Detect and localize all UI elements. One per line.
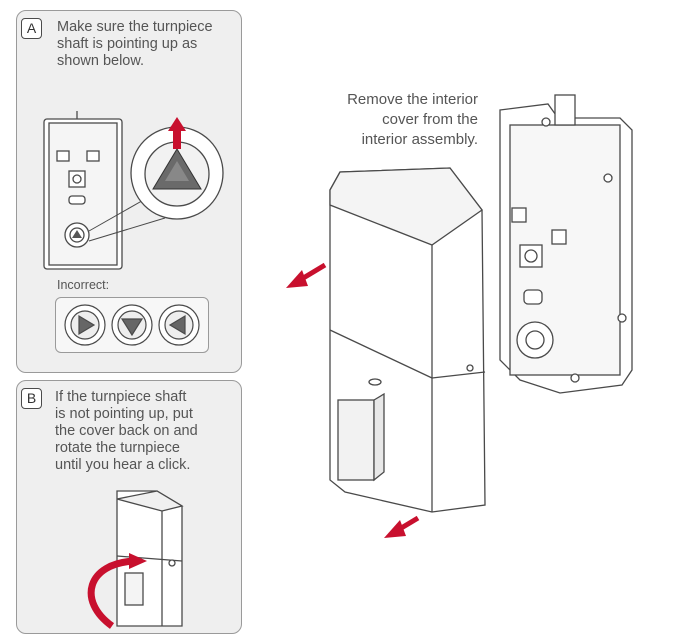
step-b-line-3: the cover back on and (55, 423, 198, 439)
incorrect-examples-box (55, 297, 209, 353)
step-b-line-2: is not pointing up, put (55, 406, 193, 422)
main-caption: Remove the interior cover from the inter… (290, 90, 478, 150)
step-a-instructions: Make sure the turnpiece shaft is pointin… (57, 19, 213, 70)
interior-cover (329, 167, 486, 513)
step-a-panel: A Make sure the turnpiece shaft is point… (16, 10, 242, 373)
step-b-panel: B If the turnpiece shaft is not pointing… (16, 380, 242, 634)
step-b-instructions: If the turnpiece shaft is not pointing u… (55, 389, 198, 474)
step-a-badge: A (21, 18, 42, 39)
step-b-line-5: until you hear a click. (55, 457, 191, 473)
interior-assembly (499, 94, 633, 394)
step-b-line-4: rotate the turnpiece (55, 440, 180, 456)
lock-assembly-illustration (43, 111, 224, 270)
incorrect-turnpiece-examples (64, 304, 200, 346)
main-caption-line-3: interior assembly. (361, 131, 478, 148)
rotate-turnpiece-illustration (87, 490, 184, 629)
removal-arrows (286, 262, 420, 538)
step-b-line-1: If the turnpiece shaft (55, 389, 187, 405)
step-a-line-3: shown below. (57, 53, 145, 69)
step-a-line-1: Make sure the turnpiece (57, 19, 213, 35)
incorrect-label: Incorrect: (57, 278, 110, 292)
step-a-line-2: shaft is pointing up as (57, 36, 198, 52)
main-caption-line-2: cover from the (382, 111, 478, 128)
main-caption-line-1: Remove the interior (347, 91, 478, 108)
step-b-badge: B (21, 388, 42, 409)
